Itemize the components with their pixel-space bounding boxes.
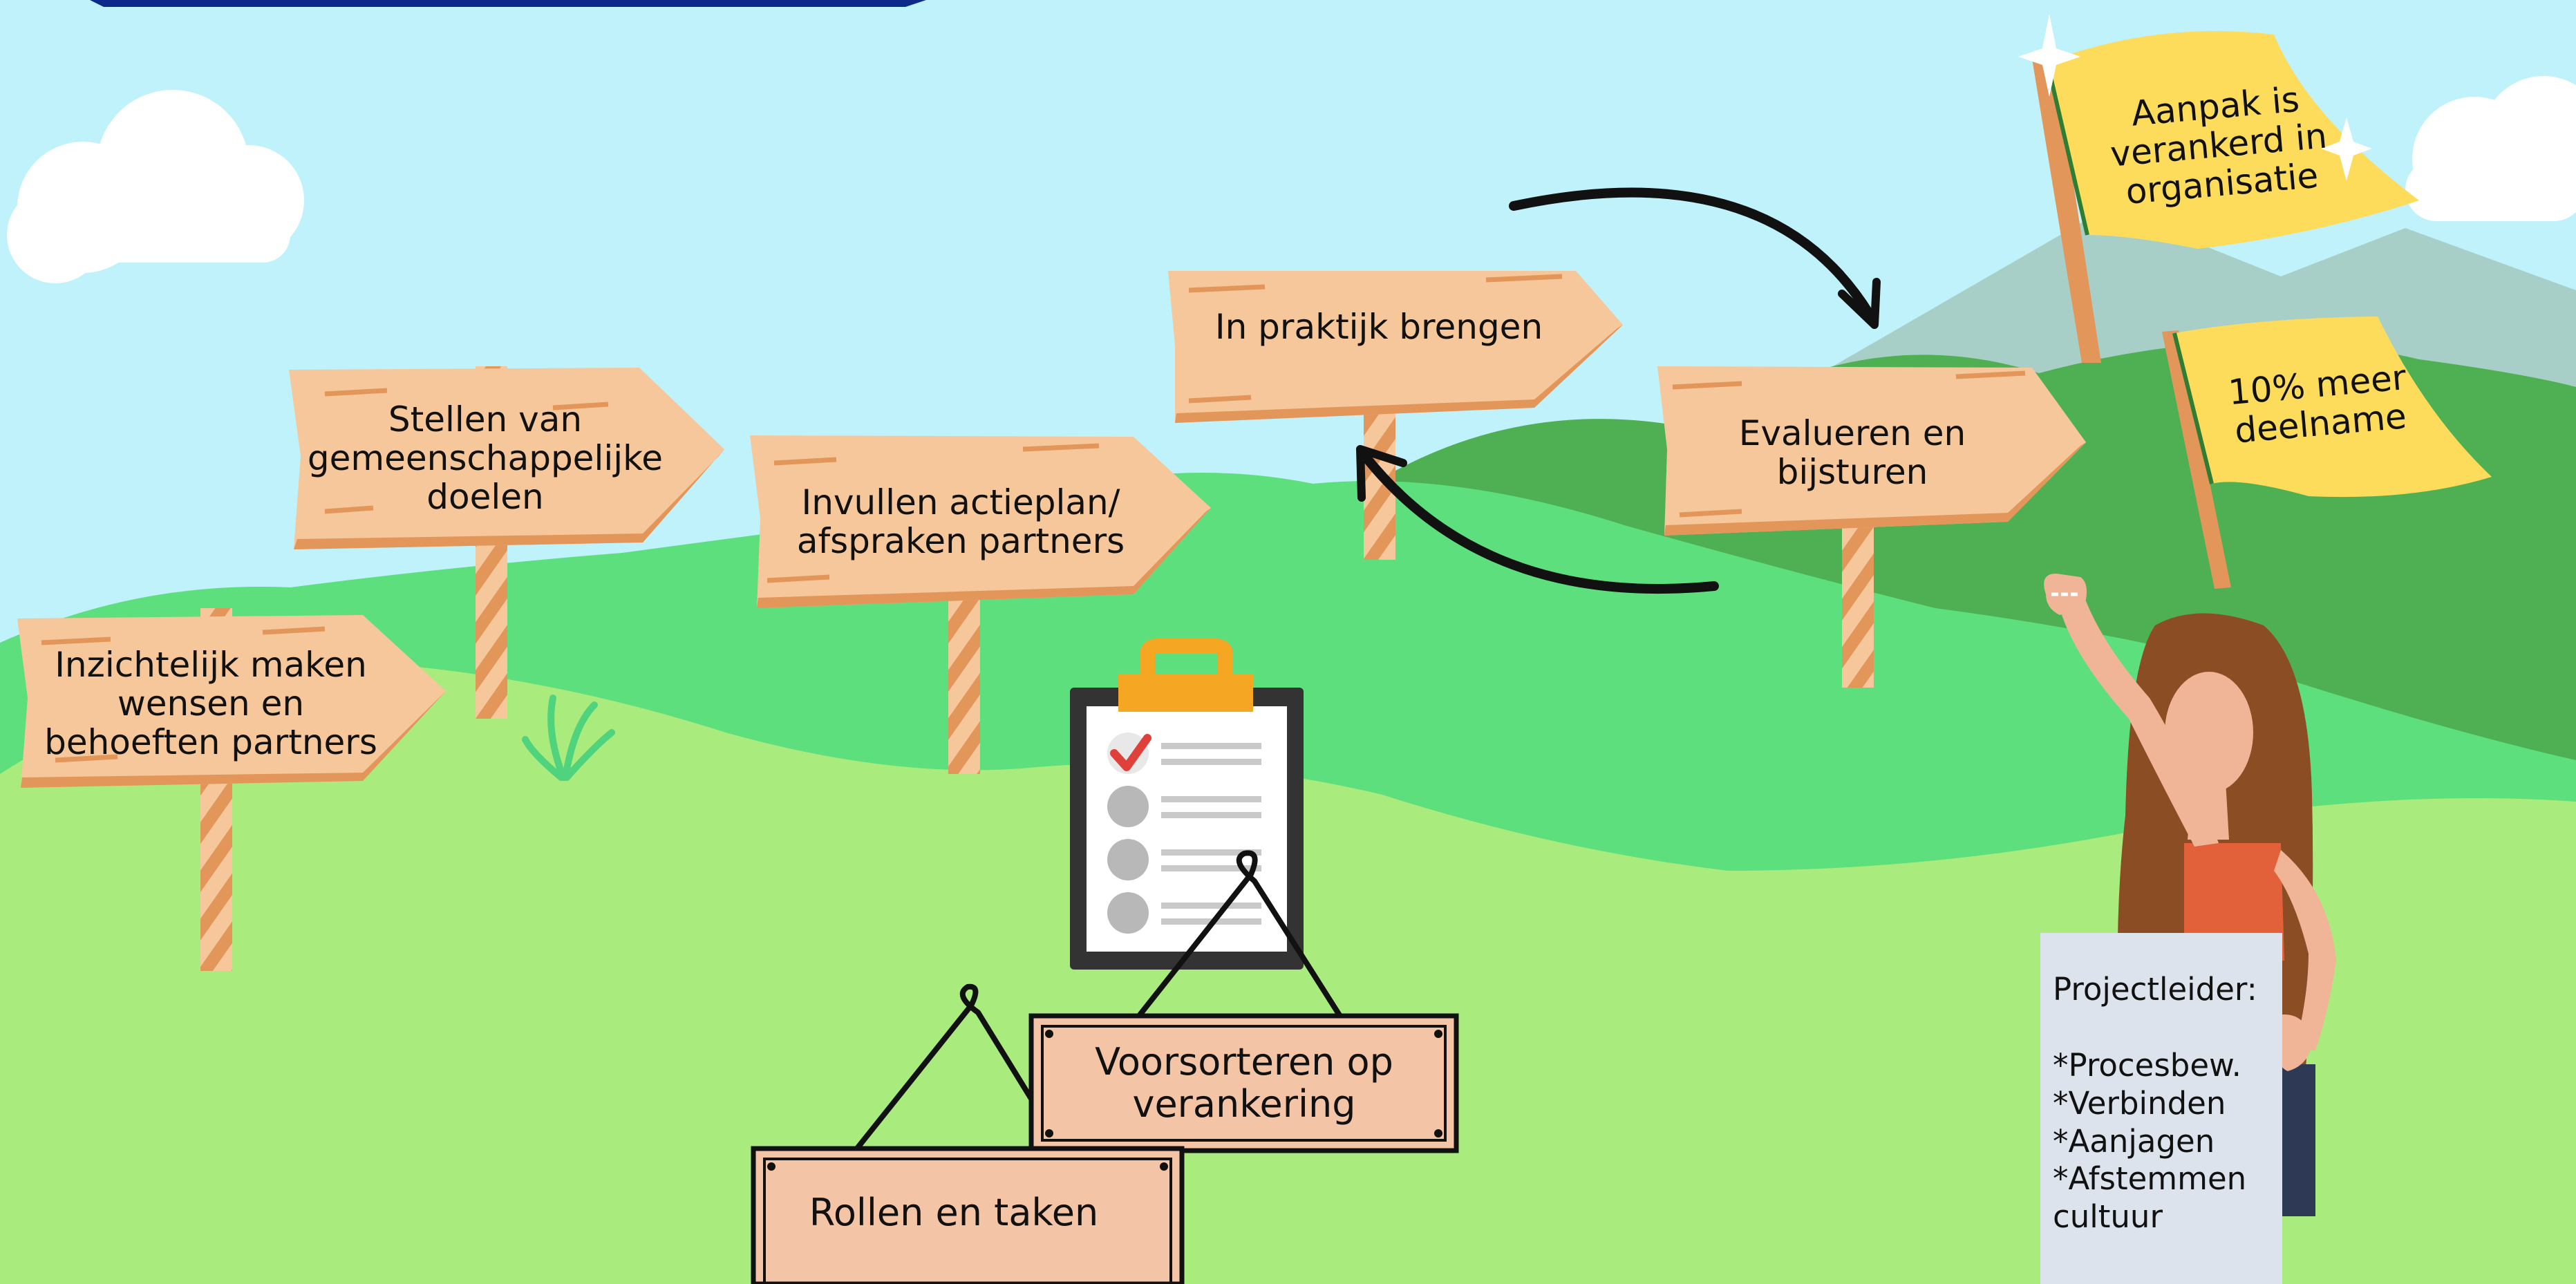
sign-board-inzichtelijk [17, 615, 446, 788]
flag-verankerd [2018, 14, 2419, 363]
flag-deelname [2162, 317, 2492, 589]
sparkle-icon [2321, 117, 2372, 181]
top-banner [90, 0, 926, 7]
sign-board-stellen [289, 368, 724, 549]
sign-label-praktijk: In praktijk brengen [1214, 306, 1543, 347]
sign-label-evalueren: Evalueren en bijsturen [1738, 413, 1966, 492]
grass-tuft [522, 695, 615, 781]
cloud-left [7, 90, 304, 283]
project-leader-board [2040, 933, 2282, 1284]
plaque-label-voorsorteren: Voorsorteren op verankering [1095, 1040, 1393, 1126]
arrow-to-evalueren [1509, 187, 1881, 329]
project-leader-board-text: Projectleider: *Procesbew. *Verbinden *A… [2053, 971, 2257, 1236]
sign-board-invullen [750, 435, 1211, 608]
plaque-label-rollen: Rollen en taken [809, 1190, 1099, 1234]
grass-field [0, 663, 2576, 1284]
flag-label-verankerd: Aanpak is verankerd in organisatie [2109, 79, 2329, 212]
sign-label-invullen: Invullen actieplan/ afspraken partners [796, 482, 1125, 561]
clipboard-icon [1070, 639, 1304, 970]
string-voorsorteren [1131, 850, 1347, 1025]
sign-board-evalueren [1657, 366, 2086, 536]
string-rollen [851, 983, 1067, 1155]
arrow-to-praktijk [1356, 445, 1719, 594]
sparkle-icon [2018, 14, 2080, 97]
sign-label-stellen: Stellen van gemeenschappelijke doelen [307, 399, 664, 517]
plaque-voorsorteren [1028, 1013, 1459, 1153]
cloud-right [2405, 76, 2576, 221]
plaque-rollen [751, 1146, 1185, 1284]
sign-label-inzichtelijk: Inzichtelijk maken wensen en behoeften p… [44, 644, 377, 762]
flag-label-deelname: 10% meer deelname [2226, 357, 2408, 451]
sign-board-praktijk [1168, 271, 1623, 423]
